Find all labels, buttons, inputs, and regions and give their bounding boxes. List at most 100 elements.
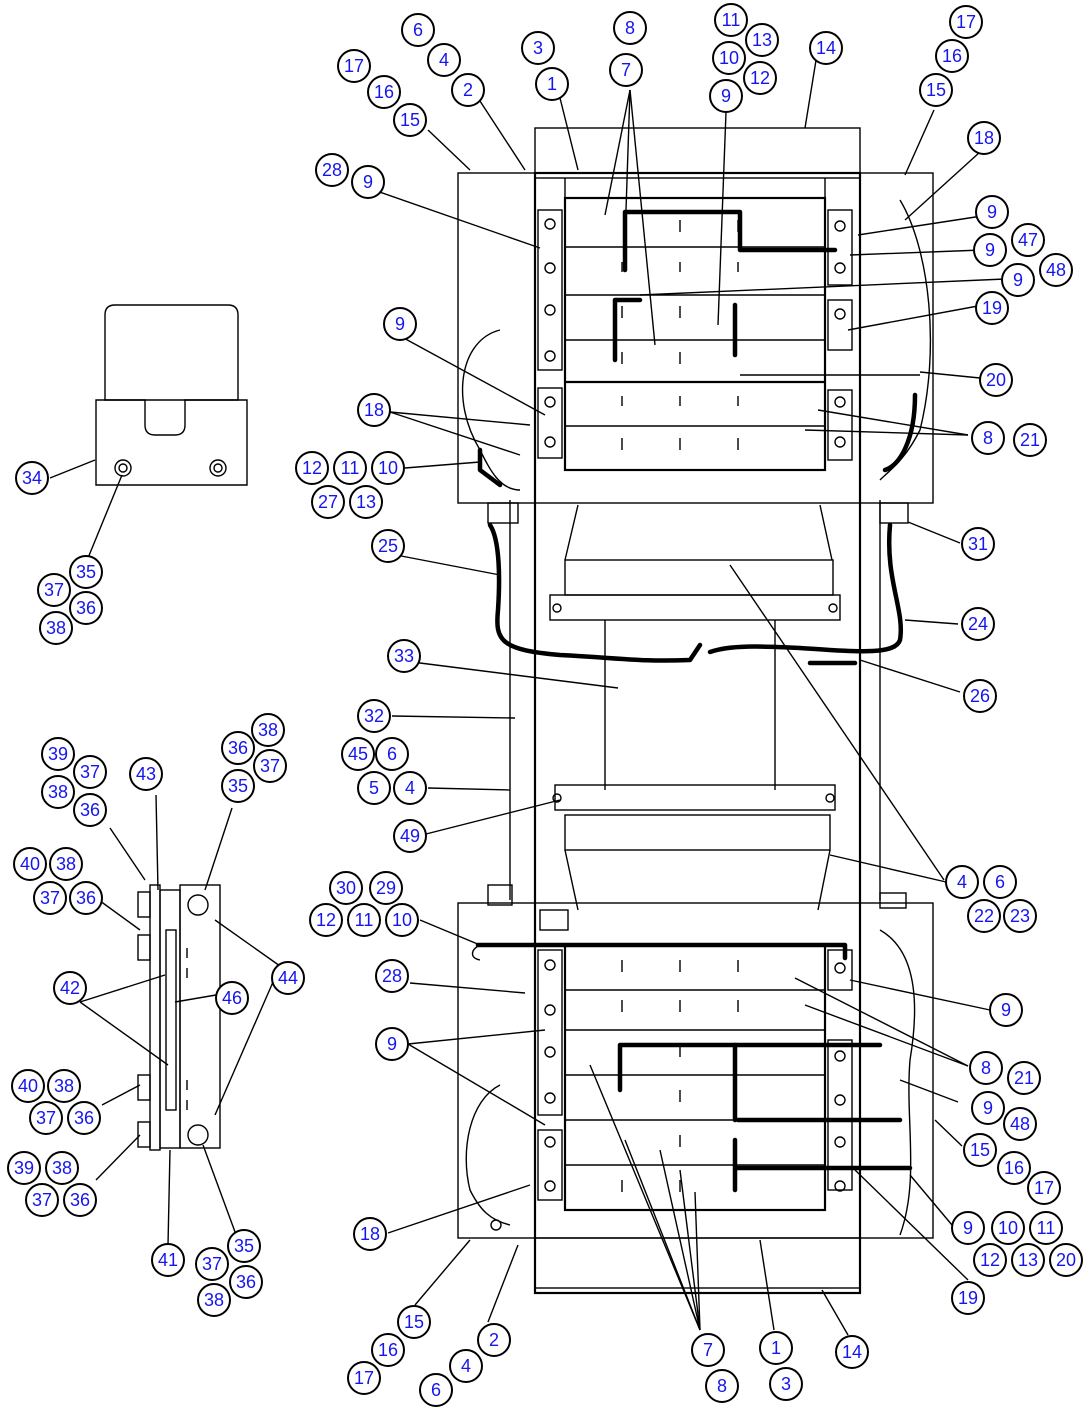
svg-text:1: 1 — [547, 74, 557, 94]
svg-text:10: 10 — [378, 458, 398, 478]
svg-text:20: 20 — [986, 370, 1006, 390]
svg-text:16: 16 — [1004, 1158, 1024, 1178]
svg-text:36: 36 — [74, 1108, 94, 1128]
svg-text:19: 19 — [982, 298, 1002, 318]
callout-17: 17 — [1027, 1171, 1061, 1205]
callout-bubbles: 6 4 2 3 1 8 7 11 13 10 12 9 14 17 16 15 … — [7, 3, 1083, 1407]
svg-text:10: 10 — [392, 910, 412, 930]
callout-49: 49 — [393, 819, 427, 853]
svg-text:38: 38 — [258, 720, 278, 740]
svg-text:8: 8 — [983, 428, 993, 448]
callout-9: 9 — [351, 165, 385, 199]
callout-22: 22 — [967, 899, 1001, 933]
callout-15: 15 — [919, 73, 953, 107]
svg-text:35: 35 — [234, 1236, 254, 1256]
callout-8: 8 — [969, 1051, 1003, 1085]
svg-text:6: 6 — [431, 1380, 441, 1400]
svg-text:24: 24 — [968, 614, 988, 634]
svg-text:33: 33 — [394, 646, 414, 666]
callout-7: 7 — [691, 1333, 725, 1367]
svg-text:9: 9 — [395, 314, 405, 334]
svg-text:35: 35 — [76, 562, 96, 582]
callout-8: 8 — [613, 11, 647, 45]
svg-text:40: 40 — [20, 854, 40, 874]
callout-36: 36 — [69, 881, 103, 915]
callout-37: 37 — [37, 573, 71, 607]
callout-39: 39 — [41, 737, 75, 771]
svg-text:8: 8 — [717, 1376, 727, 1396]
svg-text:39: 39 — [14, 1158, 34, 1178]
svg-text:8: 8 — [981, 1058, 991, 1078]
callout-41: 41 — [151, 1243, 185, 1277]
callout-19: 19 — [975, 291, 1009, 325]
callout-36: 36 — [221, 731, 255, 765]
callout-10: 10 — [712, 41, 746, 75]
callout-44: 44 — [271, 961, 305, 995]
svg-text:37: 37 — [80, 762, 100, 782]
callout-39: 39 — [7, 1151, 41, 1185]
callout-38: 38 — [49, 847, 83, 881]
callout-34: 34 — [15, 461, 49, 495]
callout-3: 3 — [769, 1367, 803, 1401]
callout-20: 20 — [1049, 1243, 1083, 1277]
svg-text:9: 9 — [963, 1218, 973, 1238]
callout-9: 9 — [971, 1091, 1005, 1125]
svg-text:12: 12 — [316, 910, 336, 930]
svg-text:48: 48 — [1046, 260, 1066, 280]
svg-text:14: 14 — [816, 38, 836, 58]
callout-6: 6 — [419, 1373, 453, 1407]
svg-text:46: 46 — [222, 988, 242, 1008]
svg-text:14: 14 — [842, 1342, 862, 1362]
svg-text:15: 15 — [400, 110, 420, 130]
svg-text:17: 17 — [354, 1368, 374, 1388]
callout-13: 13 — [349, 485, 383, 519]
svg-text:6: 6 — [413, 20, 423, 40]
svg-text:9: 9 — [983, 1098, 993, 1118]
svg-text:5: 5 — [369, 778, 379, 798]
svg-text:21: 21 — [1014, 1068, 1034, 1088]
svg-text:18: 18 — [974, 128, 994, 148]
callout-16: 16 — [997, 1151, 1031, 1185]
callout-48: 48 — [1039, 253, 1073, 287]
svg-text:13: 13 — [752, 30, 772, 50]
callout-15: 15 — [963, 1133, 997, 1167]
callout-7: 7 — [609, 53, 643, 87]
svg-text:20: 20 — [1056, 1250, 1076, 1270]
callout-23: 23 — [1003, 899, 1037, 933]
svg-text:36: 36 — [80, 800, 100, 820]
svg-text:3: 3 — [533, 38, 543, 58]
callout-4: 4 — [427, 43, 461, 77]
svg-text:16: 16 — [378, 1340, 398, 1360]
svg-text:29: 29 — [376, 878, 396, 898]
callout-40: 40 — [11, 1069, 45, 1103]
callout-21: 21 — [1007, 1061, 1041, 1095]
svg-text:9: 9 — [987, 202, 997, 222]
callout-2: 2 — [477, 1323, 511, 1357]
callout-16: 16 — [367, 75, 401, 109]
callout-36: 36 — [69, 591, 103, 625]
svg-text:10: 10 — [719, 48, 739, 68]
callout-9: 9 — [1001, 263, 1035, 297]
callout-17: 17 — [337, 49, 371, 83]
svg-text:4: 4 — [461, 1356, 471, 1376]
svg-text:18: 18 — [364, 400, 384, 420]
callout-38: 38 — [251, 713, 285, 747]
callout-21: 21 — [1013, 423, 1047, 457]
svg-text:39: 39 — [48, 744, 68, 764]
svg-text:4: 4 — [439, 50, 449, 70]
svg-text:15: 15 — [926, 80, 946, 100]
callout-5: 5 — [357, 771, 391, 805]
svg-text:9: 9 — [721, 86, 731, 106]
callout-12: 12 — [309, 903, 343, 937]
callout-38: 38 — [41, 775, 75, 809]
svg-text:4: 4 — [405, 778, 415, 798]
callout-18: 18 — [357, 393, 391, 427]
callout-28: 28 — [375, 959, 409, 993]
callout-37: 37 — [195, 1247, 229, 1281]
callout-19: 19 — [951, 1281, 985, 1315]
svg-text:15: 15 — [970, 1140, 990, 1160]
svg-text:6: 6 — [387, 744, 397, 764]
callout-46: 46 — [215, 981, 249, 1015]
callout-4: 4 — [945, 865, 979, 899]
